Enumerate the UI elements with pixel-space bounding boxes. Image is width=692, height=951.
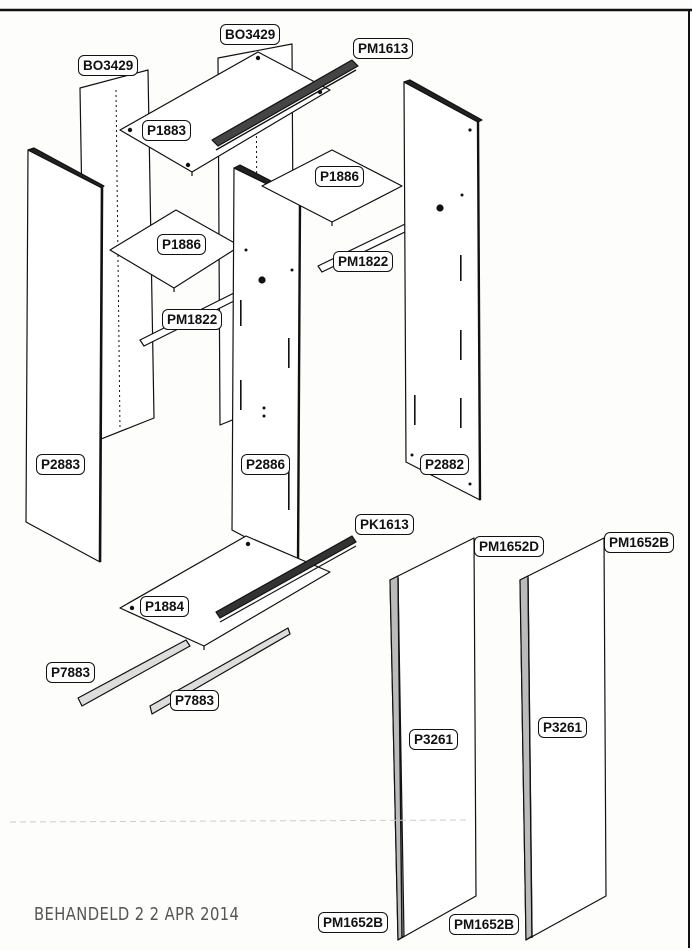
scan-smudge-line [9, 819, 471, 823]
label-bo3429-left: BO3429 [78, 55, 139, 76]
label-pm1822-right: PM1822 [333, 251, 394, 272]
label-p3261-left: P3261 [409, 729, 459, 750]
label-pm1652d: PM1652D [474, 536, 545, 557]
bottom-board-p1884 [119, 535, 331, 650]
label-p7883-left: P7883 [46, 662, 96, 683]
label-pm1652b-top: PM1652B [604, 532, 675, 553]
label-p1886-right: P1886 [315, 166, 365, 187]
label-pm1652b-bottom-left: PM1652B [318, 912, 389, 933]
label-p1886-left: P1886 [157, 234, 207, 255]
label-pm1822-left: PM1822 [162, 309, 223, 330]
top-rail-pm1613 [211, 59, 359, 151]
label-p7883-right: P7883 [170, 690, 220, 711]
door-right-p3261 [519, 537, 607, 941]
label-p1884: P1884 [140, 596, 190, 617]
label-p1883: P1883 [142, 120, 192, 141]
side-panel-right-p2882 [403, 79, 483, 501]
bottom-rail-pk1613 [215, 535, 357, 623]
label-pm1652b-bottom-right: PM1652B [449, 914, 520, 935]
label-p2883: P2883 [36, 454, 86, 475]
label-p2882: P2882 [420, 454, 470, 475]
middle-panel-p2886 [231, 164, 305, 566]
side-panel-left-p2883 [25, 147, 105, 563]
label-p3261-right: P3261 [538, 717, 588, 738]
received-date-stamp: BEHANDELD 2 2 APR 2014 [34, 904, 240, 925]
label-pm1613: PM1613 [353, 38, 414, 59]
label-bo3429-top: BO3429 [220, 24, 281, 45]
label-p2886: P2886 [241, 454, 291, 475]
plinth-left-p7883 [77, 639, 191, 707]
label-pk1613: PK1613 [355, 514, 414, 535]
